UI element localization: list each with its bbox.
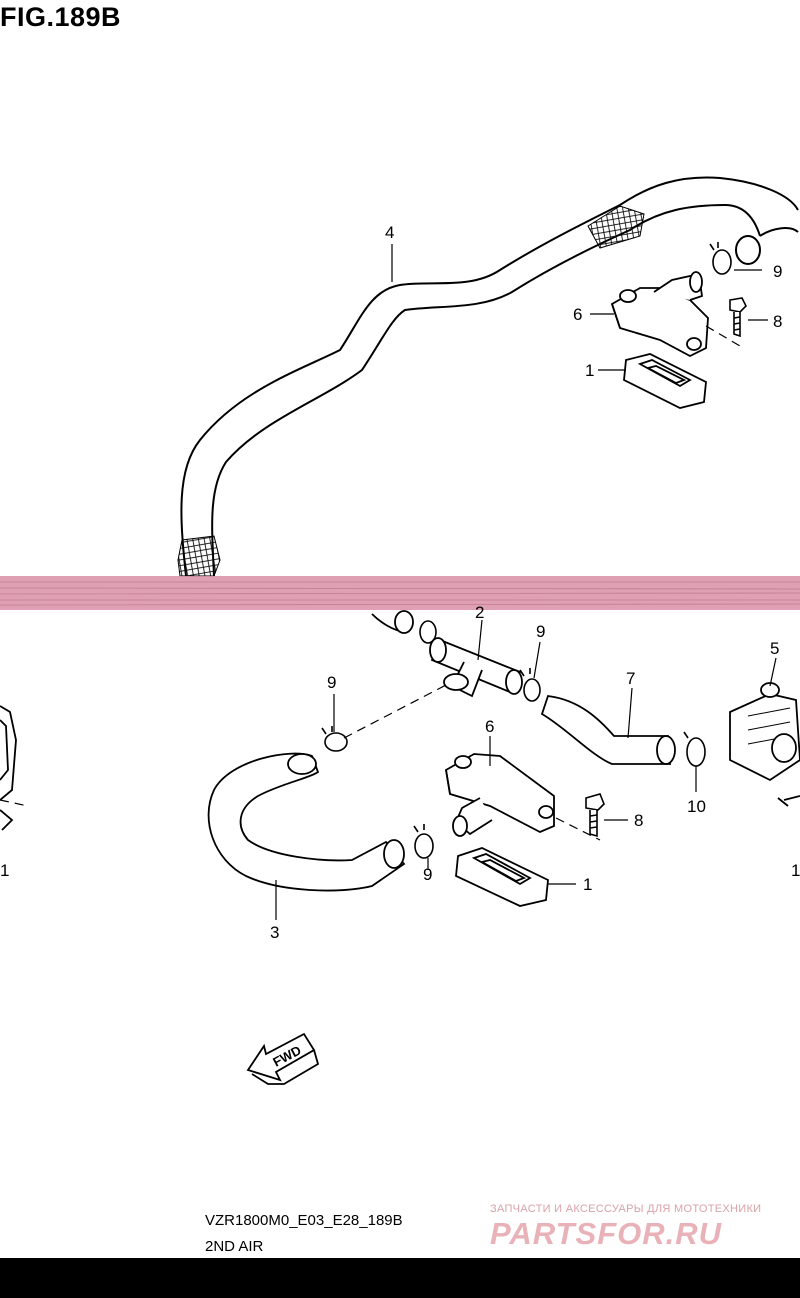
callout-1-left-edge: 1 (0, 861, 9, 880)
watermark-tagline: ЗАПЧАСТИ И АКСЕССУАРЫ ДЛЯ МОТОТЕХНИКИ (490, 1203, 762, 1215)
fwd-direction-arrow: FWD (246, 1032, 320, 1085)
callout-10: 10 (687, 797, 706, 816)
bolt-part-8-lower (585, 793, 605, 838)
callout-labels: 4 9 6 8 1 2 9 9 7 5 6 8 10 1 3 9 1 1 (0, 223, 800, 942)
gasket-part-1-lower (455, 847, 549, 907)
figure-reference-name: 2ND AIR (205, 1238, 264, 1255)
hose-part-3 (207, 752, 406, 892)
divider-band (0, 576, 800, 610)
air-valve-part-5 (729, 682, 800, 807)
callout-4: 4 (385, 223, 394, 242)
assembly-dash-lines (0, 325, 741, 841)
bottom-bar (0, 1258, 800, 1298)
hose-part-7 (540, 695, 676, 765)
callout-8-lower: 8 (634, 811, 643, 830)
callout-5: 5 (770, 639, 779, 658)
callout-1-right-edge: 1 (791, 861, 800, 880)
t-joint-part-2 (371, 610, 523, 698)
clamp-part-10 (683, 731, 706, 767)
clamp-part-9-middle (321, 620, 541, 859)
callout-6-lower: 6 (485, 717, 494, 736)
figure-title: FIG.189B (0, 2, 122, 32)
callout-1-lower: 1 (583, 875, 592, 894)
watermark-logo: PARTSFOR.RU (490, 1216, 723, 1251)
callout-3: 3 (270, 923, 279, 942)
callout-8-upper: 8 (773, 312, 782, 331)
callout-9-upper: 9 (773, 262, 782, 281)
hose-part-4 (180, 176, 799, 577)
callout-9-mid-left: 9 (327, 673, 336, 692)
hose-mesh-sleeve-upper (587, 205, 645, 249)
callout-2: 2 (475, 603, 484, 622)
callout-7: 7 (626, 669, 635, 688)
callout-1-upper: 1 (585, 361, 594, 380)
valve-cover-part-6-upper (610, 271, 709, 358)
bolt-part-8-upper (729, 297, 747, 338)
callout-9-mid-right: 9 (536, 622, 545, 641)
valve-cover-part-6-lower (445, 753, 555, 837)
callout-9-lower: 9 (423, 865, 432, 884)
callout-6-upper: 6 (573, 305, 582, 324)
figure-reference-code: VZR1800M0_E03_E28_189B (205, 1212, 403, 1229)
hose-mesh-sleeve-lower (177, 535, 221, 577)
gasket-part-1-upper (623, 353, 707, 409)
leader-lines (275, 244, 777, 920)
clamp-part-9-upper (709, 242, 732, 275)
partial-part-left (0, 705, 17, 831)
